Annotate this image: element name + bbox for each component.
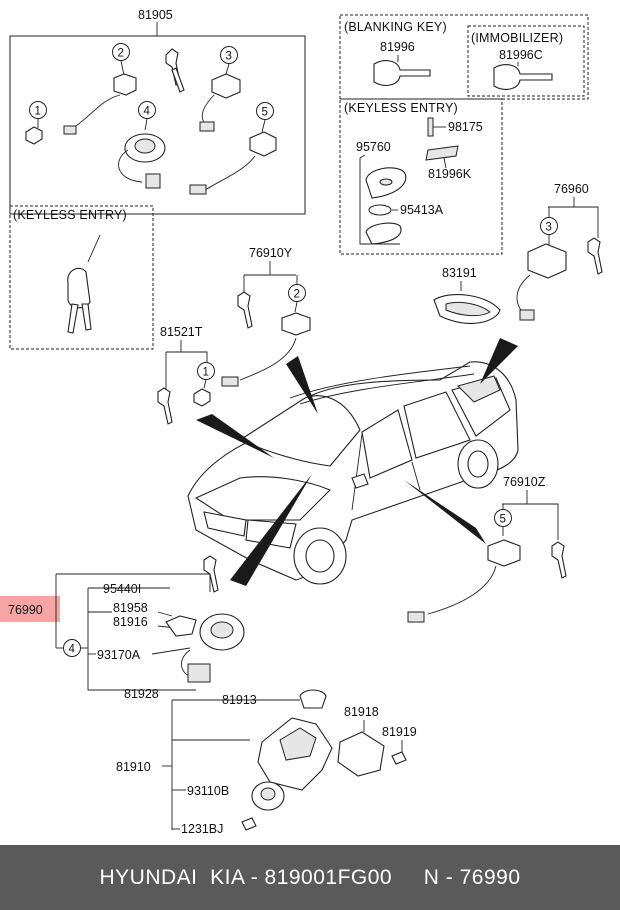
immobilizer-key-icon [493, 64, 553, 90]
blank-key-icon [373, 60, 431, 86]
key-icon-76990 [203, 555, 219, 593]
label-76910z: 76910Z [503, 475, 546, 489]
callout-2-b: 2 [294, 289, 300, 301]
lock-cylinder-icon [25, 126, 43, 145]
group-76910y: 76910Y 2 [221, 246, 311, 387]
callout-1-b: 1 [203, 367, 209, 379]
key-icon-81521t [157, 387, 173, 425]
parts-diagram: 81905 (KEYLESS ENTRY) 1 2 3 4 [0, 8, 603, 836]
fob-back-icon [365, 222, 402, 245]
lock-cap-icon [299, 689, 327, 709]
key-icon-76910z [551, 541, 567, 579]
door-lock-cylinder-right-icon [249, 131, 277, 157]
label-98175: 98175 [448, 120, 483, 134]
highlight-76990 [0, 596, 60, 622]
label-immobilizer: (IMMOBILIZER) [471, 31, 563, 45]
tailgate-cylinder-icon [527, 243, 567, 279]
label-93170a: 93170A [97, 648, 141, 662]
lock-module-icon [337, 731, 385, 777]
screw-icon-1231bj [241, 817, 257, 831]
group-81910: 81913 81910 93110B 1231BJ 81918 81919 [116, 689, 417, 836]
footer-text: HYUNDAI KIA - 819001FG00 N - 76990 [99, 865, 521, 889]
group-81905: 81905 (KEYLESS ENTRY) 1 2 3 4 [9, 8, 306, 350]
label-81996k: 81996K [428, 167, 472, 181]
remote-key-icon [67, 267, 91, 309]
label-81910: 81910 [116, 760, 151, 774]
label-81958: 81958 [113, 601, 148, 615]
footer-bar: HYUNDAI KIA - 819001FG00 N - 76990 [0, 845, 620, 910]
label-81916: 81916 [113, 615, 148, 629]
label-blanking-key: (BLANKING KEY) [344, 20, 447, 34]
label-93110b: 93110B [187, 784, 229, 798]
door-cylinder-icon-76910y [281, 312, 311, 336]
label-81521t: 81521T [160, 325, 203, 339]
label-keyless-entry-2: (KEYLESS ENTRY) [344, 101, 458, 115]
callout-3-a: 3 [226, 51, 232, 63]
callout-1-a: 1 [35, 106, 41, 118]
callout-2-a: 2 [118, 48, 124, 60]
group-81521t: 81521T 1 [157, 325, 215, 425]
connector-icon [63, 125, 77, 135]
group-83191: 83191 [433, 266, 501, 324]
label-1231bj: 1231BJ [181, 822, 223, 836]
label-95440i: 95440I [103, 582, 141, 596]
callout-4-b: 4 [69, 644, 76, 656]
label-81913: 81913 [222, 693, 257, 707]
screw-icon-81919 [391, 751, 407, 765]
door-lock-cylinder-icon [113, 73, 137, 96]
key-icon-76910y [237, 291, 253, 329]
label-83191: 83191 [442, 266, 477, 280]
label-81919: 81919 [382, 725, 417, 739]
callout-4-a: 4 [144, 106, 151, 118]
label-76990: 76990 [8, 603, 43, 617]
tailgate-lock-icon [211, 73, 241, 99]
vehicle-illustration [187, 338, 519, 586]
label-81996c: 81996C [499, 48, 543, 62]
label-76960: 76960 [554, 182, 589, 196]
immobilizer-antenna-icon [165, 615, 197, 637]
battery-icon [368, 204, 392, 216]
label-95760: 95760 [356, 140, 391, 154]
door-cylinder-icon-76910z [487, 539, 521, 567]
label-81996: 81996 [380, 40, 415, 54]
label-keyless-entry-1: (KEYLESS ENTRY) [13, 208, 127, 222]
label-81918: 81918 [344, 705, 379, 719]
group-76990: 76990 4 95440I 81958 81916 93170A 81928 [0, 555, 245, 701]
label-81928: 81928 [124, 687, 159, 701]
callout-5-a: 5 [262, 107, 268, 119]
lock-cylinder-icon-81521t [193, 388, 211, 407]
group-blanking-key: (BLANKING KEY) 81996 (IMMOBILIZER) 81996… [339, 14, 589, 100]
callout-5-b: 5 [500, 514, 506, 526]
label-81905: 81905 [138, 8, 173, 22]
group-76910z: 76910Z 5 [407, 475, 567, 623]
key-icon-76960 [587, 237, 603, 275]
group-keyless-entry-2: (KEYLESS ENTRY) 98175 95760 81996K 95413… [339, 98, 503, 255]
group-76960: 76960 3 [516, 182, 603, 321]
label-76910y: 76910Y [249, 246, 293, 260]
callout-3-b: 3 [546, 222, 552, 234]
label-95413a: 95413A [400, 203, 444, 217]
